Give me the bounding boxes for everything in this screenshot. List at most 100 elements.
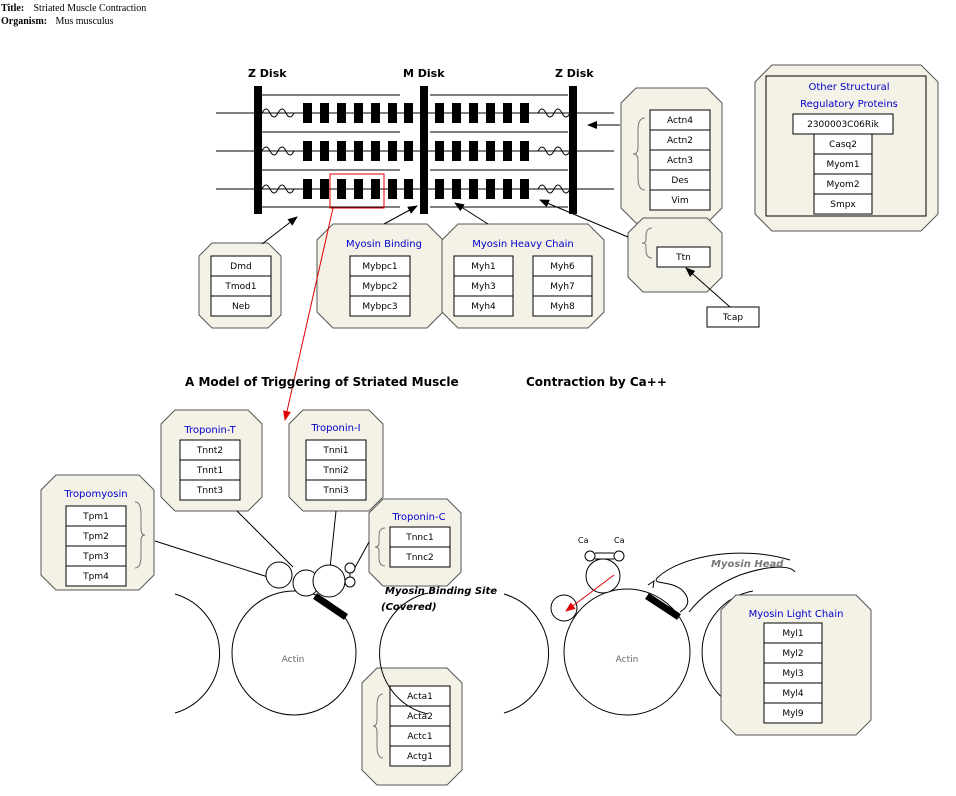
gene-box-myl4[interactable]: Myl4 [763, 682, 823, 704]
gene-box-tpm1[interactable]: Tpm1 [65, 505, 127, 527]
z-disk-right [569, 86, 577, 214]
gene-box-tmod1[interactable]: Tmod1 [210, 275, 272, 297]
myosin-head [647, 552, 796, 613]
gene-label: Ttn [675, 253, 691, 263]
gene-label: Myh3 [471, 282, 496, 292]
gene-box-neb[interactable]: Neb [210, 295, 272, 317]
gene-box-tpm4[interactable]: Tpm4 [65, 565, 127, 587]
myosin-heavy-chain-title: Myosin Heavy Chain [472, 239, 574, 250]
gene-label: Tnni1 [322, 446, 348, 456]
gene-box-myh8[interactable]: Myh8 [532, 295, 593, 317]
m-disk [420, 86, 428, 214]
gene-box-myh6[interactable]: Myh6 [532, 255, 593, 277]
gene-box-mybpc2[interactable]: Mybpc2 [349, 275, 411, 297]
gene-box-myom1[interactable]: Myom1 [813, 153, 873, 175]
gene-box-acta2[interactable]: Acta2 [389, 705, 451, 727]
gene-label: Myh4 [471, 302, 496, 312]
group-tcap: Tcap [706, 306, 760, 328]
gene-box-actc1[interactable]: Actc1 [389, 725, 451, 747]
gene-box-actn2[interactable]: Actn2 [649, 129, 711, 151]
gene-box-tnni2[interactable]: Tnni2 [305, 459, 367, 481]
gene-box-tnni1[interactable]: Tnni1 [305, 439, 367, 461]
gene-box-myl3[interactable]: Myl3 [763, 662, 823, 684]
gene-label: Tnnc2 [405, 553, 434, 563]
gene-label: Myom1 [826, 160, 859, 170]
gene-box-acta1[interactable]: Acta1 [389, 685, 451, 707]
title-value: Striated Muscle Contraction [33, 3, 147, 14]
titin-springs [261, 108, 571, 194]
gene-label: Tmod1 [224, 282, 256, 292]
model-lines-left [154, 510, 370, 578]
gene-label: Tpm2 [82, 532, 109, 542]
gene-label: Tpm4 [82, 572, 109, 582]
gene-box-tcap[interactable]: Tcap [706, 306, 760, 328]
gene-label: Myh8 [550, 302, 575, 312]
ca-shift-arrow [565, 574, 615, 612]
z-disk-left [254, 86, 262, 214]
gene-box-myh1[interactable]: Myh1 [453, 255, 514, 277]
other-structural-title-1: Other Structural [808, 82, 889, 93]
other-structural-title-2: Regulatory Proteins [800, 99, 898, 110]
top-arrows [261, 121, 731, 308]
gene-box-actg1[interactable]: Actg1 [389, 745, 451, 767]
actin-filament-left [174, 590, 429, 716]
gene-label: Smpx [830, 200, 856, 210]
gene-box-myom2[interactable]: Myom2 [813, 173, 873, 195]
organism-row: Organism: Mus musculus [1, 16, 114, 27]
gene-box-myh7[interactable]: Myh7 [532, 275, 593, 297]
gene-box-tnnt3[interactable]: Tnnt3 [179, 479, 241, 501]
gene-box-2300003c06rik[interactable]: 2300003C06Rik [792, 113, 894, 135]
gene-label: Casq2 [829, 140, 857, 150]
gene-box-actn4[interactable]: Actn4 [649, 109, 711, 131]
gene-box-mybpc3[interactable]: Mybpc3 [349, 295, 411, 317]
gene-box-tnni3[interactable]: Tnni3 [305, 479, 367, 501]
group-ttn: Ttn [627, 217, 723, 293]
gene-box-tpm2[interactable]: Tpm2 [65, 525, 127, 547]
gene-box-vim[interactable]: Vim [649, 189, 711, 211]
gene-box-myl2[interactable]: Myl2 [763, 642, 823, 664]
myosin-light-chain-title: Myosin Light Chain [749, 609, 844, 620]
gene-label: Dmd [230, 262, 251, 272]
actin-label-left: Actin [282, 655, 305, 665]
gene-label: Acta2 [407, 712, 433, 722]
gene-box-tnnc1[interactable]: Tnnc1 [389, 526, 451, 548]
binding-site-label-1: Myosin Binding Site [385, 586, 497, 597]
gene-label: Actg1 [407, 752, 433, 762]
gene-label: Myh1 [471, 262, 496, 272]
gene-label: Myom2 [826, 180, 859, 190]
gene-label: Myl1 [782, 629, 803, 639]
gene-box-tnnt2[interactable]: Tnnt2 [179, 439, 241, 461]
organism-value: Mus musculus [55, 16, 114, 27]
gene-box-tnnt1[interactable]: Tnnt1 [179, 459, 241, 481]
gene-label: Mybpc2 [362, 282, 397, 292]
zoom-arrow [283, 207, 334, 421]
gene-label: 2300003C06Rik [807, 120, 880, 130]
gene-label: Tpm1 [82, 512, 109, 522]
gene-box-smpx[interactable]: Smpx [813, 193, 873, 215]
gene-label: Actc1 [407, 732, 432, 742]
gene-box-tpm3[interactable]: Tpm3 [65, 545, 127, 567]
gene-box-myh3[interactable]: Myh3 [453, 275, 514, 297]
ca-label-1: Ca [578, 536, 589, 545]
gene-box-myl1[interactable]: Myl1 [763, 622, 823, 644]
gene-box-dmd[interactable]: Dmd [210, 255, 272, 277]
model-title-left: A Model of Triggering of Striated Muscle [185, 375, 459, 389]
gene-box-casq2[interactable]: Casq2 [813, 133, 873, 155]
gene-box-mybpc1[interactable]: Mybpc1 [349, 255, 411, 277]
myosin-binding-title: Myosin Binding [346, 239, 422, 250]
gene-box-myl9[interactable]: Myl9 [763, 702, 823, 724]
gene-box-actn3[interactable]: Actn3 [649, 149, 711, 171]
gene-label: Tnnt3 [196, 486, 223, 496]
troponin-complex-right [550, 550, 625, 622]
gene-box-ttn[interactable]: Ttn [656, 246, 711, 268]
thick-filament-bars [303, 103, 529, 199]
gene-box-tnnc2[interactable]: Tnnc2 [389, 546, 451, 568]
gene-box-myh4[interactable]: Myh4 [453, 295, 514, 317]
gene-box-des[interactable]: Des [649, 169, 711, 191]
title-label: Title: [1, 3, 25, 14]
